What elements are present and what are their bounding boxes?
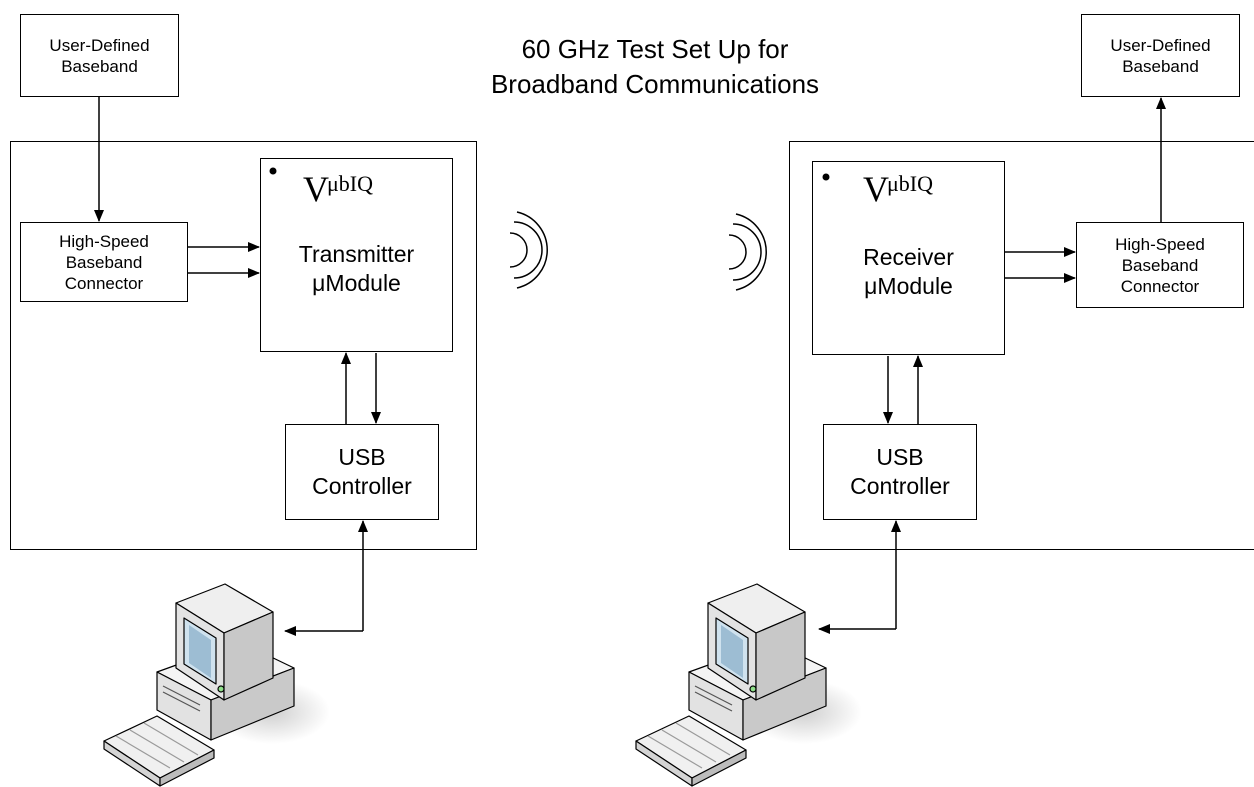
tx-user-defined-baseband-box: User-Defined Baseband xyxy=(20,14,179,97)
tx-usb-line-2: Controller xyxy=(312,473,412,499)
tx-usb-controller-box: USB Controller xyxy=(285,424,439,520)
tx-baseband-line-2: Baseband xyxy=(61,56,138,76)
tx-connector-line-3: Connector xyxy=(64,273,144,293)
rx-usb-controller-box: USB Controller xyxy=(823,424,977,520)
rx-user-defined-baseband-box: User-Defined Baseband xyxy=(1081,14,1240,97)
title-line-2: Broadband Communications xyxy=(490,69,820,99)
rx-desktop-computer-icon xyxy=(635,583,862,787)
rx-module-label: Receiver μModule xyxy=(812,241,1005,303)
tx-module-line-2: μModule xyxy=(312,270,401,296)
transmitter-module-box xyxy=(260,158,453,352)
rx-module-line-2: μModule xyxy=(864,273,953,299)
rx-vubiq-logo: VμbIQ xyxy=(863,168,933,210)
title-line-1: 60 GHz Test Set Up for xyxy=(521,34,789,64)
rx-connector-line-2: Baseband xyxy=(1121,255,1199,275)
tx-baseband-line-1: User-Defined xyxy=(49,35,150,55)
tx-module-dot xyxy=(269,167,277,175)
tx-logo-initial: V xyxy=(303,169,329,209)
tx-module-line-1: Transmitter xyxy=(298,241,415,267)
rx-usb-line-1: USB xyxy=(876,444,924,470)
rx-baseband-line-2: Baseband xyxy=(1122,56,1199,76)
tx-high-speed-connector-box: High-Speed Baseband Connector xyxy=(20,222,188,302)
rx-usb-line-2: Controller xyxy=(850,473,950,499)
rx-logo-rest: μbIQ xyxy=(887,171,934,196)
tx-radio-wave-icon xyxy=(509,211,548,289)
tx-desktop-computer-icon xyxy=(103,583,330,787)
rx-connector-line-1: High-Speed xyxy=(1115,234,1205,254)
tx-logo-rest: μbIQ xyxy=(327,171,374,196)
tx-module-label: Transmitter μModule xyxy=(260,238,453,300)
tx-usb-line-1: USB xyxy=(338,444,386,470)
diagram-title: 60 GHz Test Set Up for Broadband Communi… xyxy=(420,32,890,102)
rx-connector-line-3: Connector xyxy=(1120,276,1200,296)
rx-logo-initial: V xyxy=(863,169,889,209)
rx-baseband-line-1: User-Defined xyxy=(1110,35,1211,55)
rx-module-dot xyxy=(822,173,830,181)
rx-radio-wave-icon xyxy=(728,213,767,291)
tx-connector-line-2: Baseband xyxy=(65,252,143,272)
tx-vubiq-logo: VμbIQ xyxy=(303,168,373,210)
rx-high-speed-connector-box: High-Speed Baseband Connector xyxy=(1076,222,1244,308)
rx-module-line-1: Receiver xyxy=(863,244,954,270)
receiver-module-box xyxy=(812,161,1005,355)
tx-connector-line-1: High-Speed xyxy=(59,231,149,251)
